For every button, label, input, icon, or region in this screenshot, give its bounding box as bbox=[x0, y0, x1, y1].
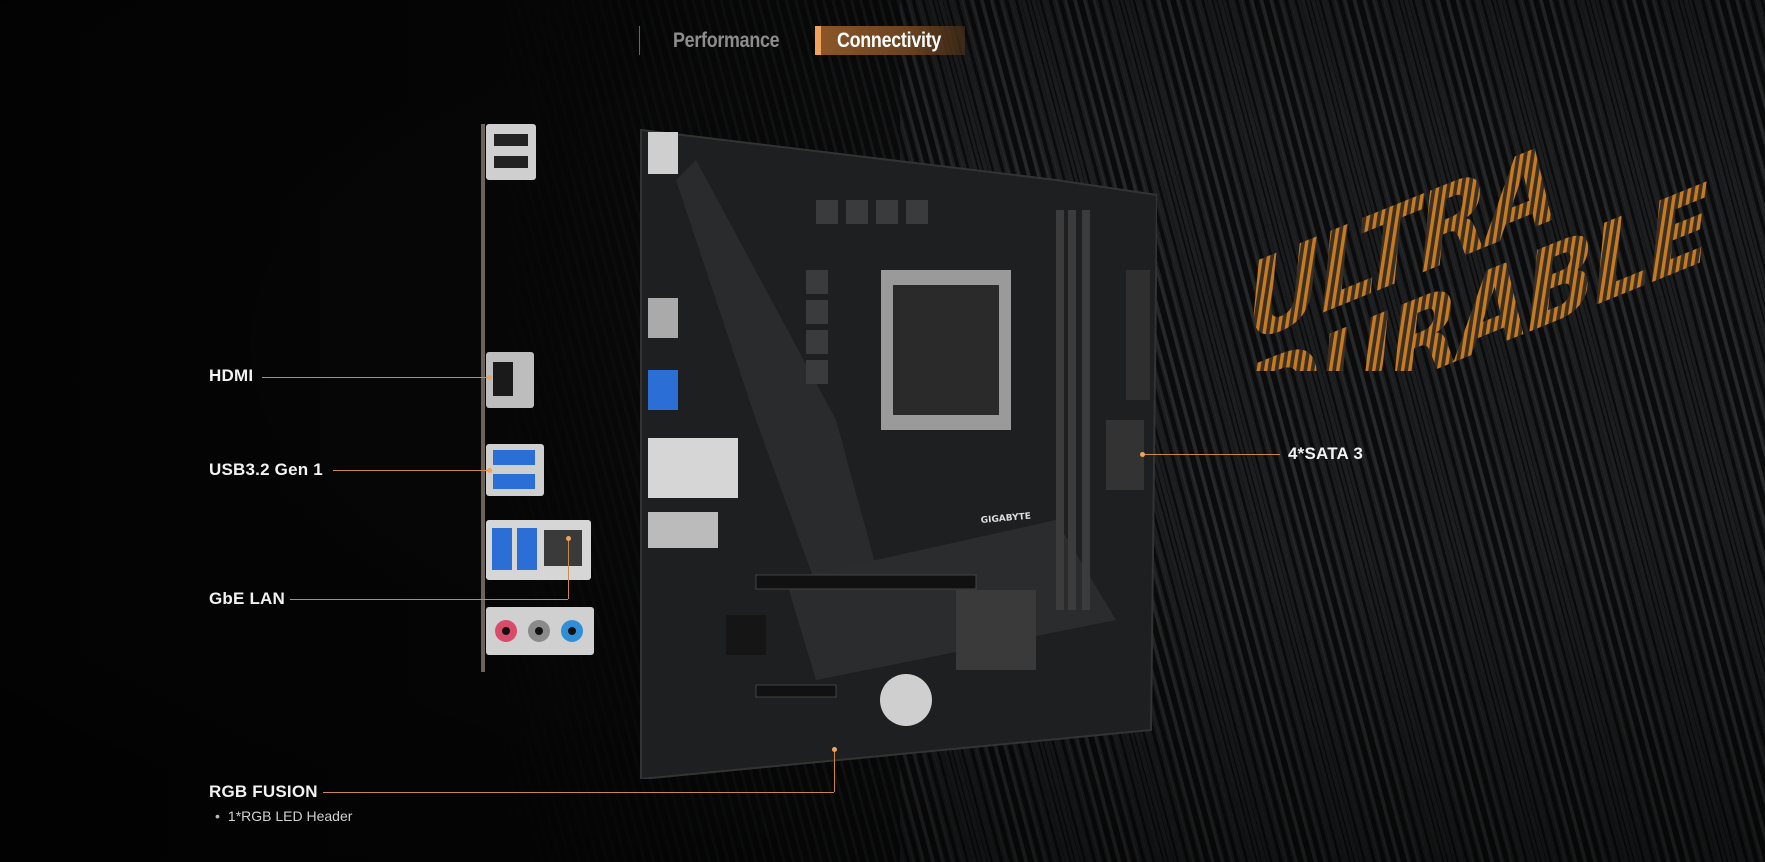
callout-rgb-detail: 1*RGB LED Header bbox=[215, 808, 353, 824]
callout-usb-line bbox=[333, 470, 490, 471]
callout-lan-dot bbox=[566, 536, 571, 541]
callout-rgb-label: RGB FUSION bbox=[209, 782, 318, 801]
callout-lan-vline bbox=[568, 538, 569, 599]
sata-ports bbox=[1106, 420, 1144, 490]
callout-lan-line bbox=[290, 599, 568, 600]
callout-hdmi-dot bbox=[487, 375, 492, 380]
callout-rgb-line bbox=[323, 792, 834, 793]
hdmi-port bbox=[486, 352, 534, 408]
callout-rgb-vline bbox=[834, 749, 835, 792]
dimm-slots bbox=[1056, 210, 1090, 610]
callout-rgb-dot bbox=[832, 747, 837, 752]
callout-sata-label: 4*SATA 3 bbox=[1288, 444, 1363, 463]
ultra-durable-logo: ULTRA DURABLE bbox=[1240, 122, 1714, 371]
lan-usb-ports bbox=[486, 520, 591, 580]
usb32-ports bbox=[486, 444, 544, 496]
cmos-battery bbox=[880, 674, 932, 726]
callout-lan-label: GbE LAN bbox=[209, 589, 286, 608]
callout-usb-label: USB3.2 Gen 1 bbox=[209, 460, 323, 479]
usb2-ports bbox=[486, 124, 536, 180]
atx-power bbox=[1126, 270, 1150, 400]
callout-hdmi-label: HDMI bbox=[209, 366, 254, 385]
audio-jacks bbox=[486, 607, 594, 655]
io-shield bbox=[481, 124, 594, 672]
feature-tabs: Performance Connectivity bbox=[639, 26, 965, 55]
tab-connectivity-label: Connectivity bbox=[836, 28, 941, 52]
callout-sata-dot bbox=[1140, 452, 1145, 457]
cpu-socket bbox=[881, 270, 1011, 430]
callout-usb-dot bbox=[487, 468, 492, 473]
tab-connectivity[interactable]: Connectivity bbox=[815, 26, 965, 55]
motherboard-image: GIGABYTE bbox=[640, 128, 1157, 779]
callout-hdmi-line bbox=[262, 377, 490, 378]
tab-divider bbox=[639, 26, 640, 55]
chipset-heatsink bbox=[956, 590, 1036, 670]
tab-performance[interactable]: Performance bbox=[673, 28, 780, 52]
callout-sata-line bbox=[1143, 454, 1280, 455]
board-brand: GIGABYTE bbox=[980, 512, 1031, 526]
pcie-slot bbox=[755, 574, 977, 590]
